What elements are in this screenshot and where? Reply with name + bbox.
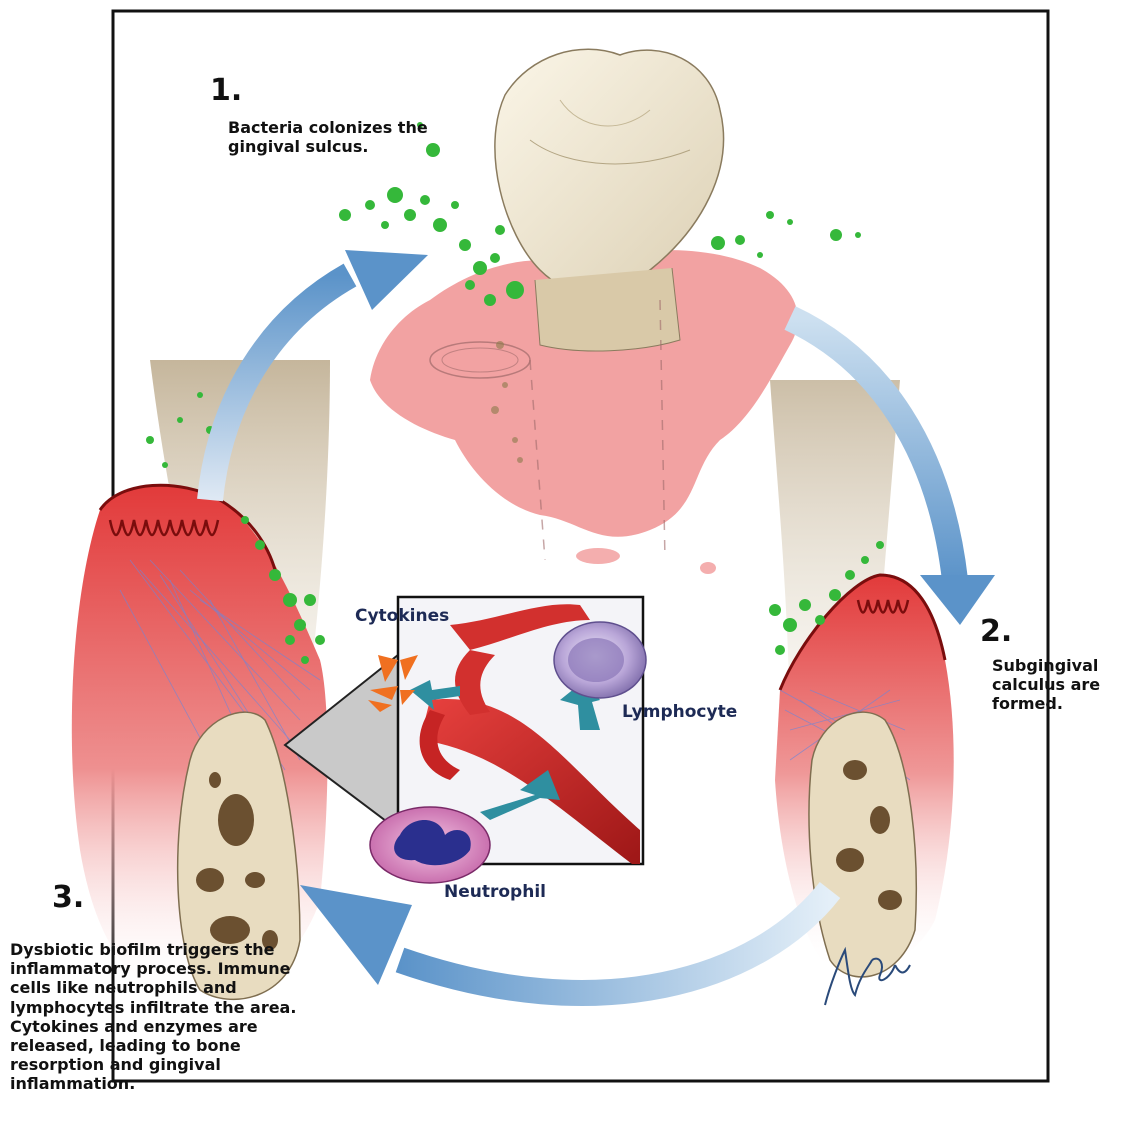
step-1-number: 1. (210, 73, 242, 108)
neutrophil-label: Neutrophil (444, 882, 546, 902)
step-2-description: Subgingival calculus are formed. (992, 656, 1117, 714)
cycle-arrow-icon (300, 885, 830, 993)
neutrophil-cell-icon (370, 807, 490, 883)
lymphocyte-cell-icon (554, 622, 646, 698)
step-1-description: Bacteria colonizes the gingival sulcus. (228, 118, 448, 156)
lymphocyte-label: Lymphocyte (622, 702, 737, 722)
step-3-number: 3. (52, 880, 84, 915)
step-3-description: Dysbiotic biofilm triggers the inflammat… (10, 940, 310, 1094)
step-2-number: 2. (980, 614, 1012, 649)
cytokines-label: Cytokines (355, 606, 449, 626)
